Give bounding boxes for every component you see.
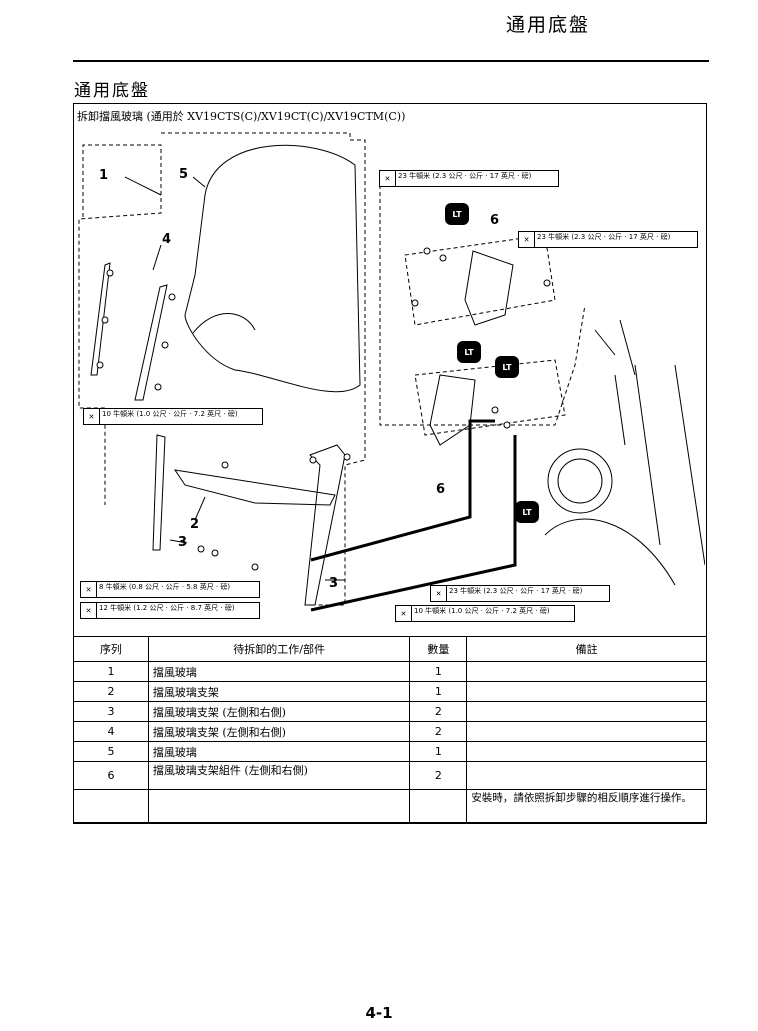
diagram-drawing	[78, 132, 705, 612]
torque-spec-box: ✕23 牛頓米 (2.3 公尺 · 公斤 · 17 英尺 · 磅)	[430, 585, 610, 602]
callout-3-right: 3	[329, 576, 339, 591]
part-cell: 擋風玻璃支架 (左側和右側)	[147, 701, 411, 722]
callout-6-upper: 6	[490, 213, 500, 228]
torque-spec-box: ✕23 牛頓米 (2.3 公尺 · 公斤 · 17 英尺 · 磅)	[379, 170, 559, 187]
column-header: 備註	[466, 636, 707, 662]
seq-cell: 3	[73, 701, 149, 722]
section-title: 通用底盤	[74, 81, 150, 101]
qty-cell: 1	[409, 681, 468, 702]
table-row: 2 擋風玻璃支架 1	[73, 681, 707, 702]
callout-3-left: 3	[178, 535, 188, 550]
loctite-icon: LT	[515, 501, 539, 523]
installation-note: 安裝時，請依照拆卸步驟的相反順序進行操作。	[466, 789, 707, 823]
torque-spec-box: ✕23 牛頓米 (2.3 公尺 · 公斤 · 17 英尺 · 磅)	[518, 231, 698, 248]
part-cell: 擋風玻璃支架	[147, 681, 411, 702]
empty-cell	[147, 789, 411, 823]
column-header: 數量	[409, 636, 468, 662]
seq-cell: 1	[73, 661, 149, 682]
note-cell	[466, 741, 707, 762]
callout-5: 5	[179, 167, 189, 182]
callout-2: 2	[190, 517, 200, 532]
wrench-icon: ✕	[84, 409, 100, 424]
part-cell: 擋風玻璃	[147, 661, 411, 682]
table-row: 5 擋風玻璃 1	[73, 741, 707, 762]
seq-cell: 6	[73, 761, 149, 790]
torque-spec-box: ✕12 牛頓米 (1.2 公尺 · 公斤 · 8.7 英尺 · 磅)	[80, 602, 260, 619]
callout-4: 4	[162, 232, 172, 247]
note-cell	[466, 701, 707, 722]
table-row: 4 擋風玻璃支架 (左側和右側) 2	[73, 721, 707, 742]
callout-1: 1	[99, 168, 109, 183]
qty-cell: 2	[409, 701, 468, 722]
table-footer-row: 安裝時，請依照拆卸步驟的相反順序進行操作。	[73, 789, 707, 823]
empty-cell	[409, 789, 468, 823]
wrench-icon: ✕	[81, 603, 97, 618]
torque-spec-box: ✕10 牛頓米 (1.0 公尺 · 公斤 · 7.2 英尺 · 磅)	[83, 408, 263, 425]
seq-cell: 5	[73, 741, 149, 762]
exploded-diagram: 1 5 4 6 6 2 3 3 LT LT LT LT ✕23 牛頓米 (2.3…	[75, 125, 705, 633]
table-row: 3 擋風玻璃支架 (左側和右側) 2	[73, 701, 707, 722]
wrench-icon: ✕	[380, 171, 396, 186]
qty-cell: 2	[409, 761, 468, 790]
frame-title: 拆卸擋風玻璃 (通用於 XV19CTS(C)/XV19CT(C)/XV19CTM…	[77, 110, 406, 123]
seq-cell: 4	[73, 721, 149, 742]
callout-6-lower: 6	[436, 482, 446, 497]
note-cell	[466, 721, 707, 742]
chapter-header: 通用底盤	[505, 14, 590, 36]
part-cell: 擋風玻璃支架 (左側和右側)	[147, 721, 411, 742]
content-frame	[73, 103, 707, 824]
wrench-icon: ✕	[396, 606, 412, 621]
note-cell	[466, 681, 707, 702]
wrench-icon: ✕	[81, 582, 97, 597]
wrench-icon: ✕	[519, 232, 535, 247]
page-number: 4-1	[365, 1004, 393, 1022]
part-cell: 擋風玻璃支架組件 (左側和右側)	[147, 761, 411, 790]
table-row: 6 擋風玻璃支架組件 (左側和右側) 2	[73, 761, 707, 790]
empty-cell	[73, 789, 149, 823]
torque-spec-box: ✕10 牛頓米 (1.0 公尺 · 公斤 · 7.2 英尺 · 磅)	[395, 605, 575, 622]
qty-cell: 1	[409, 661, 468, 682]
column-header: 序列	[73, 636, 149, 662]
torque-spec-box: ✕8 牛頓米 (0.8 公尺 · 公斤 · 5.8 英尺 · 磅)	[80, 581, 260, 598]
wrench-icon: ✕	[431, 586, 447, 601]
header-rule	[73, 60, 709, 62]
loctite-icon: LT	[495, 356, 519, 378]
note-cell	[466, 761, 707, 790]
loctite-icon: LT	[445, 203, 469, 225]
loctite-icon: LT	[457, 341, 481, 363]
qty-cell: 2	[409, 721, 468, 742]
table-header-row: 序列 待拆卸的工作/部件 數量 備註	[73, 636, 707, 662]
qty-cell: 1	[409, 741, 468, 762]
parts-table: 序列 待拆卸的工作/部件 數量 備註 1 擋風玻璃 1 2 擋風玻璃支架 1 3…	[73, 636, 707, 823]
seq-cell: 2	[73, 681, 149, 702]
part-cell: 擋風玻璃	[147, 741, 411, 762]
note-cell	[466, 661, 707, 682]
column-header: 待拆卸的工作/部件	[147, 636, 411, 662]
table-row: 1 擋風玻璃 1	[73, 661, 707, 682]
